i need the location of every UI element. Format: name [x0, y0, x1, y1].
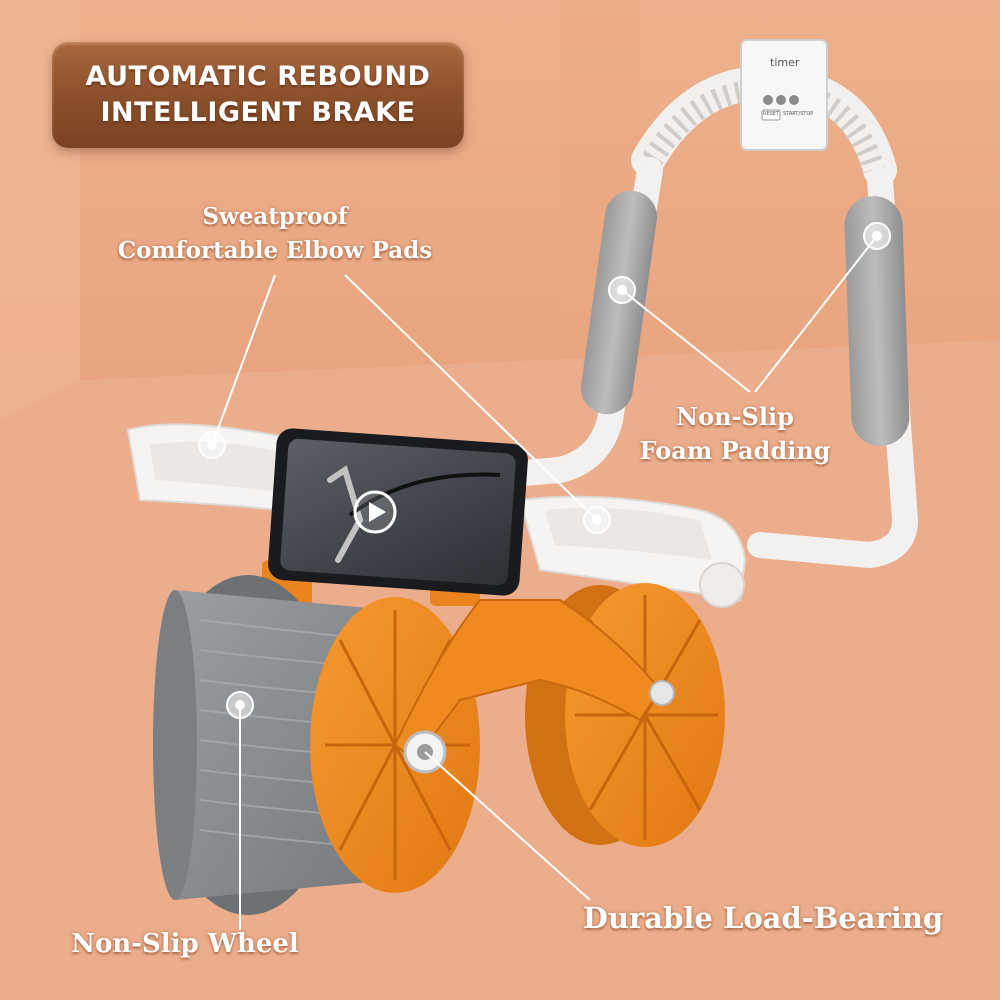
pad-hinge: [699, 562, 745, 608]
elbow-pads-label-line-2: Comfortable Elbow Pads: [117, 237, 433, 264]
leader-lines: [211, 235, 878, 930]
left-elbow-pad-inner: [150, 441, 300, 495]
load-bearing-label: Durable Load-Bearing: [582, 901, 944, 935]
foam-padding-label-line-1: Non-Slip: [676, 402, 794, 431]
timer-device: [740, 39, 828, 151]
banner-line-1: AUTOMATIC REBOUND: [85, 61, 431, 92]
headline-banner: AUTOMATIC REBOUND INTELLIGENT BRAKE: [52, 42, 464, 148]
leader-right-pad: [344, 274, 598, 521]
right-foam-pad: [844, 196, 910, 446]
elbow-pads-label: Sweatproof Comfortable Elbow Pads: [110, 200, 440, 268]
elbow-pads-label-line-1: Sweatproof: [202, 203, 348, 230]
play-triangle-icon: [369, 502, 386, 522]
left-wheel-edge: [153, 590, 197, 900]
timer-button-3: [789, 95, 799, 105]
leader-left-foam: [621, 289, 751, 393]
timer-reset-button: [761, 109, 781, 121]
timer-button-2: [776, 95, 786, 105]
phone-screen: [280, 438, 516, 586]
screen-person: [327, 465, 364, 563]
leader-right-foam: [754, 235, 878, 393]
timer-reset-label: RESET: [763, 111, 780, 117]
callout-markers: [198, 222, 891, 719]
foam-padding-label-line-2: Foam Padding: [639, 436, 831, 465]
timer-button-1: [763, 95, 773, 105]
right-arm-tube: [747, 167, 919, 569]
timer-start-stop-label: START/STOP: [783, 111, 814, 117]
screen-rope: [348, 472, 501, 517]
banner-line-2: INTELLIGENT BRAKE: [100, 97, 416, 128]
foam-padding-label: Non-Slip Foam Padding: [630, 400, 840, 468]
leader-axle: [424, 751, 591, 901]
spring-coil: [642, 78, 885, 174]
left-arm-tube: [427, 157, 663, 493]
wheel-label: Non-Slip Wheel: [71, 929, 299, 959]
right-axle-bolt: [649, 680, 675, 706]
timer-title: timer: [770, 56, 800, 69]
leader-left-pad: [211, 274, 276, 446]
